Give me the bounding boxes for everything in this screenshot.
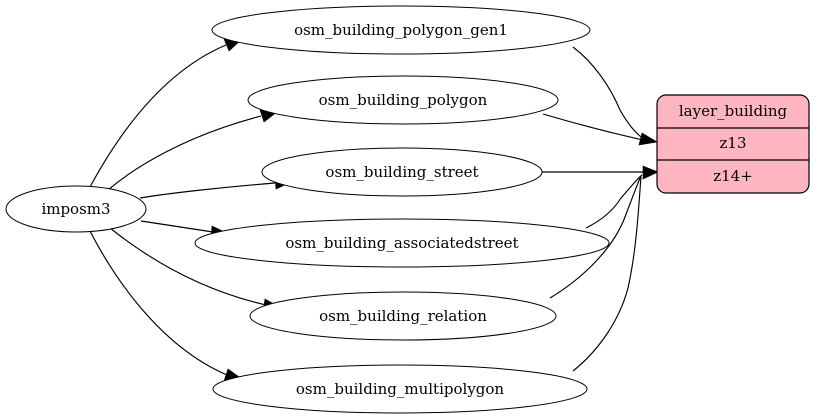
node-osm-building-polygon-gen1[interactable]: osm_building_polygon_gen1 [211,5,591,55]
edge-osm-building-associatedstreet-to-layer-z14plus [585,174,643,229]
node-osm-building-polygon[interactable]: osm_building_polygon [247,75,559,125]
edge-osm-building-polygon-gen1-to-layer-z13 [572,46,645,140]
node-osm-building-multipolygon[interactable]: osm_building_multipolygon [212,364,588,414]
imposm3-ellipse[interactable] [5,185,147,233]
osm-building-polygon-gen1-ellipse[interactable] [211,5,591,55]
arrowhead-osm-building-street-to-layer-z14plus [642,165,659,180]
osm-building-multipolygon-ellipse[interactable] [212,364,588,414]
layer-building-box[interactable] [656,94,810,194]
layer-building-z13-label: z13 [720,134,747,152]
osm-building-relation-ellipse[interactable] [249,291,557,341]
edge-imposm3-to-osm-building-polygon [107,115,262,191]
layer-building-z14plus-label: z14+ [713,167,753,185]
osm-building-polygon-gen1-label: osm_building_polygon_gen1 [294,21,508,39]
edge-osm-building-relation-to-layer-z14plus [549,175,642,299]
edge-imposm3-to-osm-building-street [139,182,276,199]
osm-building-multipolygon-label: osm_building_multipolygon [296,380,505,398]
edge-osm-building-multipolygon-to-layer-z14plus [572,176,642,372]
edge-osm-building-polygon-to-layer-z13 [542,113,644,141]
edge-group-tables-to-layer [541,46,659,372]
edge-imposm3-to-osm-building-relation [109,227,267,306]
osm-building-street-ellipse[interactable] [261,147,543,197]
layer-building-title-label: layer_building [679,102,788,120]
node-osm-building-associatedstreet[interactable]: osm_building_associatedstreet [194,218,610,268]
edge-imposm3-to-osm-building-polygon-gen1 [89,44,227,188]
node-layer-building[interactable]: layer_building z13 z14+ [656,94,810,194]
edge-imposm3-to-osm-building-associatedstreet [140,220,214,233]
arrowhead-osm-building-polygon-gen1-to-layer-z13 [638,132,658,146]
osm-building-street-label: osm_building_street [325,163,478,181]
osm-building-polygon-label: osm_building_polygon [319,91,488,109]
imposm3-label: imposm3 [41,200,110,218]
edge-imposm3-to-osm-building-multipolygon [89,230,228,376]
osm-building-associatedstreet-ellipse[interactable] [194,218,610,268]
node-imposm3[interactable]: imposm3 [5,185,147,233]
node-osm-building-street[interactable]: osm_building_street [261,147,543,197]
osm-building-relation-label: osm_building_relation [319,307,487,325]
node-osm-building-relation[interactable]: osm_building_relation [249,291,557,341]
osm-building-associatedstreet-label: osm_building_associatedstreet [285,234,518,252]
osm-building-polygon-ellipse[interactable] [247,75,559,125]
